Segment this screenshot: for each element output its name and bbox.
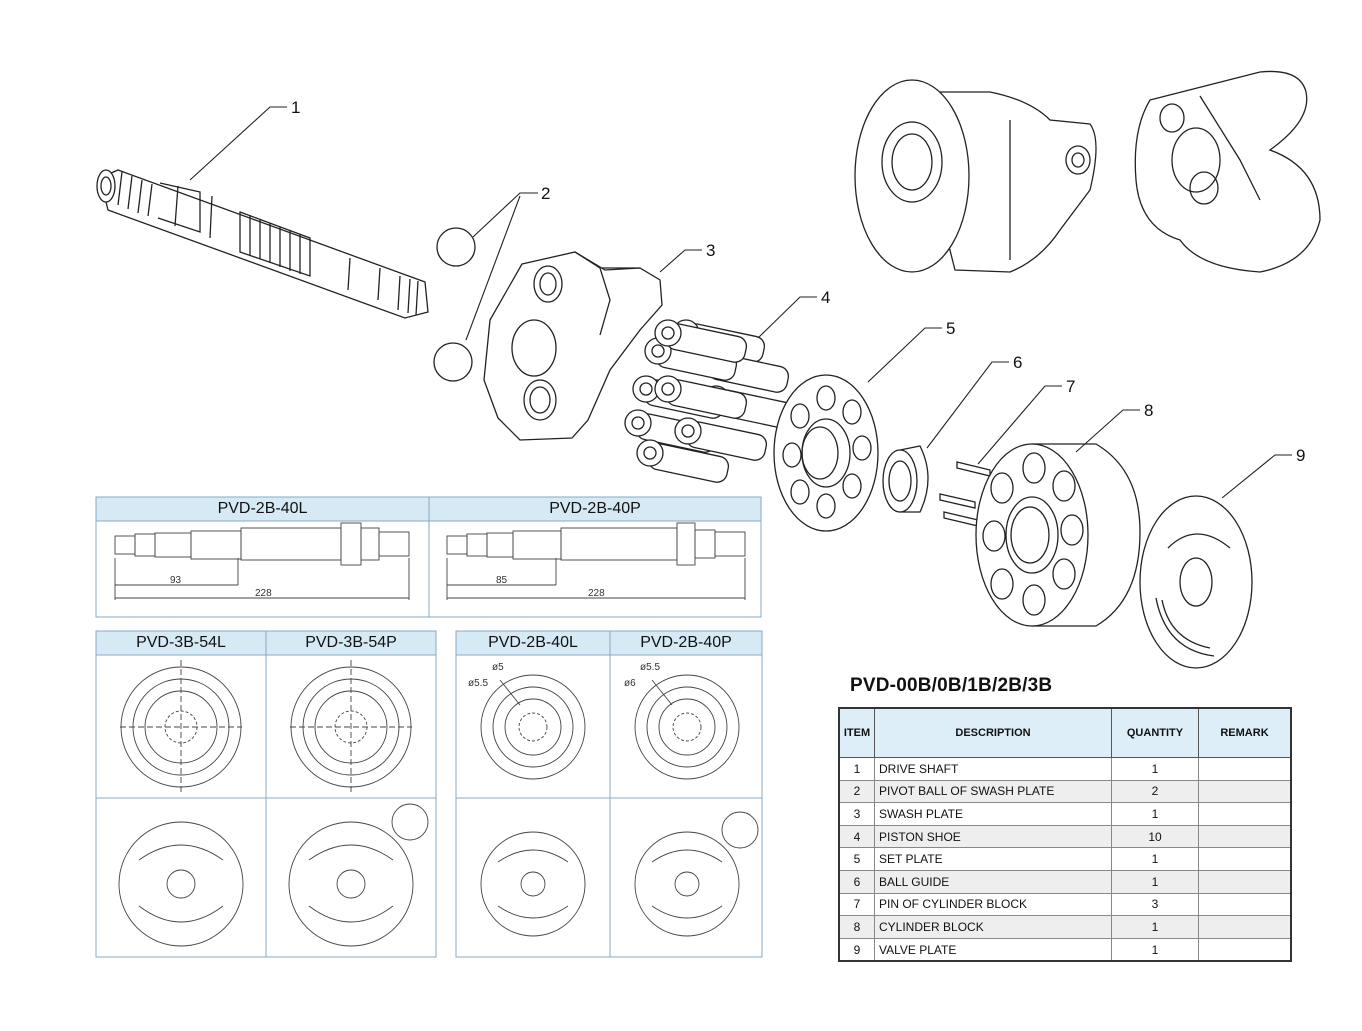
- quantity-cell: 2: [1111, 779, 1199, 804]
- assembled-pump-front: [854, 79, 1097, 273]
- dim-right-short: 85: [496, 575, 508, 586]
- dim-left-long: 228: [255, 588, 272, 599]
- item-cell: 4: [838, 824, 875, 849]
- item-cell: 6: [838, 869, 875, 894]
- dim-b-left-2: ø5.5: [468, 678, 488, 689]
- dim-b-right-1: ø5.5: [640, 662, 660, 673]
- description-cell: SWASH PLATE: [874, 802, 1112, 826]
- leader-lines: [189, 106, 1292, 499]
- set-plate: [773, 374, 879, 532]
- header-item: ITEM: [838, 707, 875, 758]
- dim-b-left-1: ø5: [492, 662, 504, 673]
- callout-5: 5: [946, 319, 956, 338]
- item-cell: 1: [838, 757, 875, 781]
- pivot-ball-upper: [436, 227, 476, 267]
- quantity-cell: 1: [1111, 937, 1199, 962]
- callout-6: 6: [1013, 353, 1023, 372]
- item-cell: 7: [838, 892, 875, 917]
- plate-a-title-left: PVD-3B-54L: [136, 634, 226, 651]
- plate-b-title-right: PVD-2B-40P: [640, 634, 732, 651]
- description-cell: DRIVE SHAFT: [874, 757, 1112, 781]
- description-cell: PISTON SHOE: [874, 824, 1112, 849]
- remark-cell: [1198, 915, 1292, 939]
- quantity-cell: 3: [1111, 892, 1199, 917]
- item-cell: 9: [838, 937, 875, 962]
- description-cell: SET PLATE: [874, 847, 1112, 871]
- swash-plate: [483, 251, 663, 441]
- callout-1: 1: [291, 98, 301, 117]
- callout-3: 3: [706, 241, 716, 260]
- dim-b-right-2: ø6: [624, 678, 636, 689]
- quantity-cell: 1: [1111, 915, 1199, 939]
- dim-left-short: 93: [170, 575, 182, 586]
- callout-4: 4: [821, 288, 831, 307]
- remark-cell: [1198, 779, 1292, 804]
- header-description: DESCRIPTION: [874, 707, 1112, 758]
- remark-cell: [1198, 892, 1292, 917]
- header-remark: REMARK: [1198, 707, 1292, 758]
- quantity-cell: 10: [1111, 824, 1199, 849]
- remark-cell: [1198, 824, 1292, 849]
- description-cell: PIVOT BALL OF SWASH PLATE: [874, 779, 1112, 804]
- plate-b-title-left: PVD-2B-40L: [488, 634, 578, 651]
- callout-9: 9: [1296, 446, 1306, 465]
- valve-plate: [1139, 495, 1253, 669]
- piston-shoes: [624, 319, 796, 483]
- item-cell: 5: [838, 847, 875, 871]
- quantity-cell: 1: [1111, 802, 1199, 826]
- drive-shaft: [96, 169, 429, 319]
- remark-cell: [1198, 847, 1292, 871]
- plate-a-title-right: PVD-3B-54P: [305, 634, 397, 651]
- header-quantity: QUANTITY: [1111, 707, 1199, 758]
- quantity-cell: 1: [1111, 869, 1199, 894]
- remark-cell: [1198, 802, 1292, 826]
- cylinder-block: [975, 443, 1141, 627]
- shaft-panel-title-left: PVD-2B-40L: [217, 500, 308, 517]
- description-cell: BALL GUIDE: [874, 869, 1112, 894]
- item-cell: 3: [838, 802, 875, 826]
- description-cell: VALVE PLATE: [874, 937, 1112, 962]
- quantity-cell: 1: [1111, 847, 1199, 871]
- cylinder-pins: [939, 461, 991, 527]
- remark-cell: [1198, 757, 1292, 781]
- callout-2: 2: [541, 184, 551, 203]
- quantity-cell: 1: [1111, 757, 1199, 781]
- callout-7: 7: [1066, 377, 1076, 396]
- remark-cell: [1198, 937, 1292, 962]
- dim-right-long: 228: [588, 588, 605, 599]
- parts-list-title: PVD-00B/0B/1B/2B/3B: [850, 675, 1053, 696]
- item-cell: 2: [838, 779, 875, 804]
- parts-header-row: ITEM DESCRIPTION QUANTITY REMARK: [838, 707, 1292, 758]
- description-cell: CYLINDER BLOCK: [874, 915, 1112, 939]
- remark-cell: [1198, 869, 1292, 894]
- item-cell: 8: [838, 915, 875, 939]
- plate-panels-b: ø5 ø5.5 ø5.5 ø6: [455, 630, 763, 958]
- callout-8: 8: [1144, 401, 1154, 420]
- shaft-panel-title-right: PVD-2B-40P: [549, 500, 641, 517]
- pivot-ball-lower: [433, 342, 473, 382]
- assembled-pump-rear: [1134, 70, 1321, 273]
- shaft-dimension-panels: 93 228 85 228: [95, 496, 762, 618]
- ball-guide: [882, 445, 929, 513]
- description-cell: PIN OF CYLINDER BLOCK: [874, 892, 1112, 917]
- plate-panels-a: [95, 630, 437, 958]
